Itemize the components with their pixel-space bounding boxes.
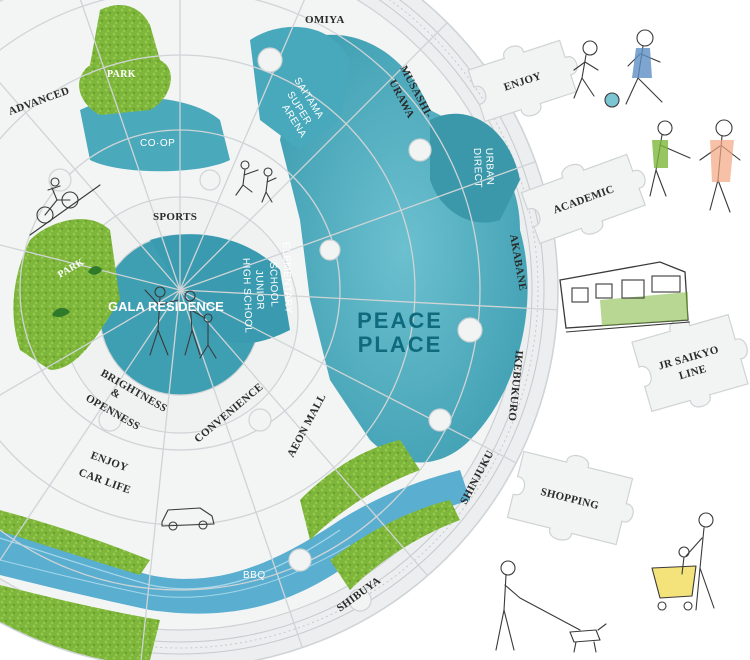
bicycle-sketch-icon — [29, 177, 101, 236]
kids-playing-sketch-icon — [235, 160, 277, 203]
hero-line-2: PLACE — [358, 332, 443, 357]
parent-child-sketch-icon — [649, 119, 741, 213]
shopping-cart-sketch-icon — [651, 512, 715, 611]
hero-line-1: PEACE — [357, 308, 443, 333]
child-ball-sketch-icon — [573, 29, 663, 108]
label-urban-1: URBAN — [483, 148, 495, 186]
center-title: GALA RESIDENCE — [108, 299, 224, 314]
train-icon — [559, 261, 691, 333]
label-junior-2: HIGH SCHOOL — [240, 258, 254, 334]
center-piece: GALA RESIDENCE — [108, 286, 224, 359]
leaf-icon — [52, 266, 102, 317]
floating-pieces: ENJOY ACADEMIC JR SAIKYO LINE SHOPPING — [467, 39, 749, 546]
car-sketch-icon — [161, 507, 215, 531]
label-bbq: BBQ — [243, 570, 266, 581]
dog-walker-sketch-icon — [495, 560, 607, 653]
label-urban-2: DIRECT — [471, 148, 483, 189]
label-junior-1: JUNIOR — [253, 270, 265, 311]
piece-academic: ACADEMIC — [520, 153, 646, 245]
family-sketch-icon — [144, 286, 217, 359]
label-park-top: PARK — [107, 69, 136, 80]
label-elementary-2: SCHOOL — [267, 262, 280, 308]
label-elementary-1: ELEMENTARY — [280, 242, 294, 314]
label-sports: SPORTS — [153, 211, 197, 223]
label-omiya: OMIYA — [305, 14, 345, 26]
piece-shopping: SHOPPING — [506, 450, 634, 546]
label-coop: CO·OP — [140, 138, 175, 149]
puzzle-disc — [0, 0, 558, 660]
